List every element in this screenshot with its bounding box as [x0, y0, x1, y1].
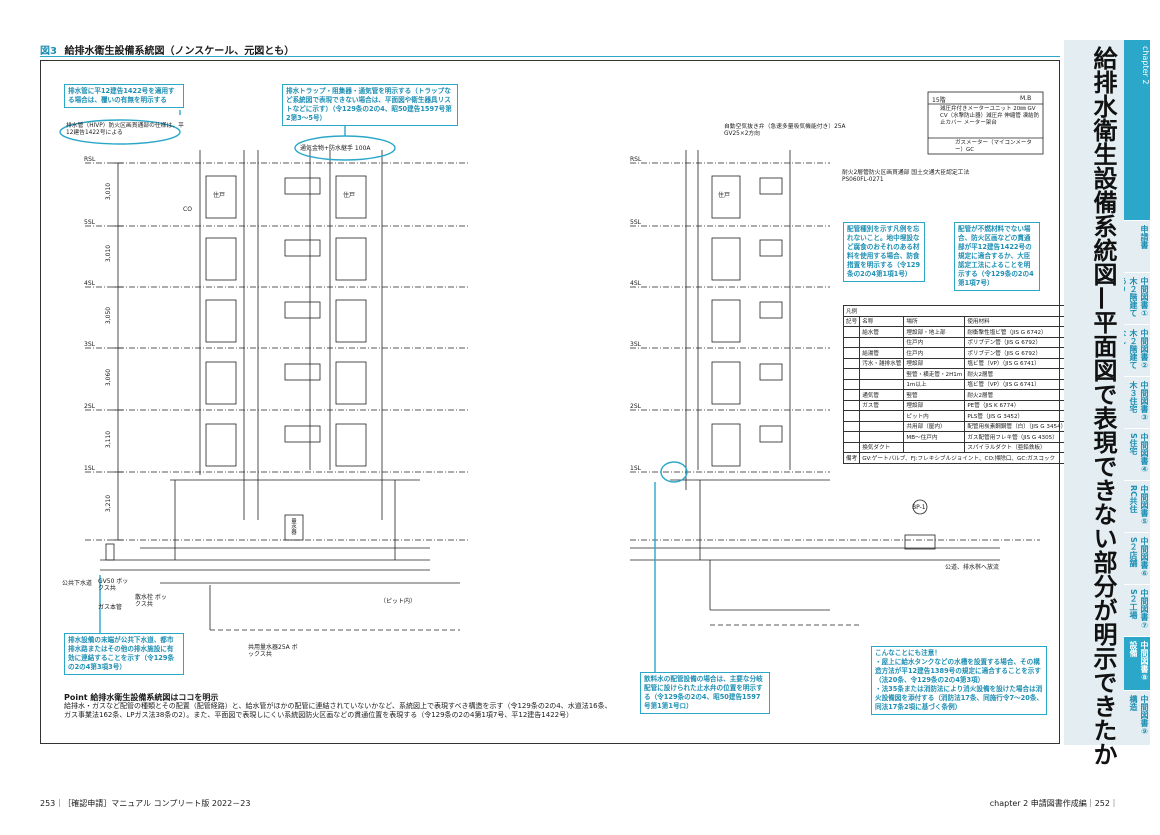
legend-title: 凡例: [842, 305, 1070, 317]
legend-header: 名称: [859, 315, 905, 327]
tab-interim-8[interactable]: 中間図書⑧ 設備: [1124, 636, 1150, 690]
chapter-tab: chapter 2: [1124, 40, 1150, 240]
figure-label: 図3 給排水衛生設備系統図（ノンスケール、元図とも）: [40, 42, 1060, 57]
tab-interim-3[interactable]: 中間図書③ 木３住宅: [1124, 376, 1150, 428]
floor-label: 2SL: [84, 403, 95, 410]
floor-label: 5SL: [84, 219, 95, 226]
floor-label: 4SL: [630, 280, 641, 287]
tab-interim-1[interactable]: 中間図書① 木２階建てあり: [1124, 272, 1150, 324]
table-row: 通気管竪管耐火2層管: [842, 389, 1070, 401]
annotation-gasmain: ガス本管: [98, 604, 123, 611]
annotation-outfall: 公道、排水桝へ放流: [945, 564, 1000, 571]
table-row: 住戸内ポリブデン管（JIS G 6792）: [842, 336, 1070, 348]
table-row: 共用部（屋内）配管用炭素鋼鋼管（白）（JIS G 3454）: [842, 420, 1070, 432]
callout-sewer: 排水設備の末端が公共下水道、都市排水路またはその他の排水施設に有効に連結すること…: [64, 633, 184, 675]
sidebar-bg: [1064, 40, 1124, 745]
floor-label: 3SL: [84, 341, 95, 348]
floor-label: 2SL: [630, 403, 641, 410]
meter-label: 量水器: [290, 518, 296, 535]
floor-label: RSL: [630, 156, 642, 163]
table-row: 1m以上塩ビ管（VP）（JIS G 6741）: [842, 378, 1070, 390]
annotation-pit: （ピット内）: [380, 598, 417, 605]
height-dim: 3,050: [105, 306, 113, 325]
tab-application[interactable]: 申請書: [1124, 220, 1150, 272]
tab-interim-5[interactable]: 中間図書⑤ RC共住: [1124, 480, 1150, 532]
annotation-sewer: 公共下水道: [62, 580, 93, 587]
callout-notes-title: こんなことにも注意！: [875, 649, 941, 657]
height-dim: 3,010: [105, 244, 113, 263]
legend-header: 場所: [903, 315, 966, 327]
callout-drinking-water: 飲料水の配管設備の場合は、主要な分岐配管に設けられた止水弁の位置を明示する（令1…: [640, 672, 770, 714]
table-row: 汚水・雑排水管埋設部塩ビ管（VP）（JIS G 6741）: [842, 357, 1070, 369]
height-dim: 3,010: [105, 182, 113, 201]
tab-interim-7[interactable]: 中間図書⑦ S２工場: [1124, 584, 1150, 636]
point-note: Point 給排水衛生設備系統図はココを明示 給排水・ガスなど配管の種類とその配…: [64, 693, 614, 720]
floor-label: 3SL: [630, 341, 641, 348]
annotation-gv50: GV50 ボックス共: [98, 578, 129, 592]
figure-title: 給排水衛生設備系統図（ノンスケール、元図とも）: [64, 46, 295, 57]
annotation-hydrant: 散水栓 ボックス共: [135, 594, 167, 608]
floor-label: 1SL: [84, 465, 95, 472]
mb-gasmeter: ガスメーター（マイコンメーター）GC: [955, 140, 1032, 153]
table-row: 給水管埋設部・地上部耐衝撃性塩ビ管（JIS G 6742）: [842, 326, 1070, 338]
pump-label: BP-1: [912, 504, 926, 511]
height-dim: 3,110: [105, 430, 113, 449]
mb-label: M.B: [1020, 95, 1032, 102]
legend-header: 記号: [842, 315, 861, 327]
point-heading: Point 給排水衛生設備系統図はココを明示: [64, 693, 219, 702]
table-row: MB～住戸内ガス配管用フレキ管（JIS G 4305）: [842, 431, 1070, 443]
annotation-hivp: 排水管（HIVP）防火区画貫通部の仕様は、平12建告1422号による: [66, 123, 184, 136]
annotation-vent: 通気金物+防水継手 100A: [300, 145, 371, 152]
figure-number: 図3: [40, 46, 57, 57]
callout-notes-item: ・法35条または消防法により消火設備を設けた場合は消火設備図を添付する（消防法1…: [875, 685, 1044, 711]
page-title: 給排水衛生設備系統図—平面図で表現できない部分が明示できたか: [1089, 46, 1117, 766]
footer-right: chapter 2 申請図書作成編｜252｜: [989, 799, 1118, 808]
floor-label: 4SL: [84, 280, 95, 287]
cleanout-label: CO: [183, 206, 192, 213]
callout-legend: 配管種別を示す凡例を忘れないこと。地中埋設など腐食のおそれのある材料を使用する場…: [843, 222, 925, 282]
floor-label: 1SL: [630, 465, 641, 472]
annotation-airvalve: 自動空気抜き弁（急速多量吸気機能付き）25A GV25×2方向: [724, 124, 846, 137]
tab-interim-4[interactable]: 中間図書④ S住宅: [1124, 428, 1150, 480]
callout-trap: 排水トラップ・阻集器・通気管を明示する（トラップなど系統図で表現できない場合は、…: [282, 84, 458, 126]
callout-nonflammable: 配管が不燃材料でない場合、防火区画などの貫通部が平12建告1422号の規定に適合…: [954, 222, 1040, 291]
callout-exhaust-cover: 排水管に平12建告1422号を適用する場合は、覆いの有無を明示する: [64, 84, 184, 108]
legend-header: 使用材料: [964, 315, 1070, 327]
tab-interim-9[interactable]: 中間図書⑨ 構造: [1124, 690, 1150, 745]
annotation-firepen: 耐火2層管防火区画貫通部 国土交通大臣認定工法 PS060FL-0271: [842, 170, 970, 183]
point-body: 給排水・ガスなど配管の種類とその配置（配管経路）と、給水管がほかの配管に連結され…: [64, 702, 612, 719]
floor-label: 5SL: [630, 219, 641, 226]
tab-interim-6[interactable]: 中間図書⑥ S２店舗: [1124, 532, 1150, 584]
floor-label: RSL: [84, 156, 96, 163]
tab-interim-2[interactable]: 中間図書② 木２階建てなし: [1124, 324, 1150, 376]
height-dim: 3,210: [105, 494, 113, 513]
callout-notes: こんなことにも注意！ ・屋上に給水タンクなどの水槽を設置する場合、その構造方法が…: [871, 646, 1047, 715]
callout-notes-item: ・屋上に給水タンクなどの水槽を設置する場合、その構造方法が平12建告1389号の…: [875, 658, 1041, 684]
unit-label: 住戸: [213, 192, 226, 199]
table-row: 換気ダクトスパイラルダクト（亜鉛鉄板）: [842, 441, 1070, 453]
table-row: 給湯管住戸内ポリブデン管（JIS G 6792）: [842, 347, 1070, 359]
mb-meter-unit: 減圧弁付きメーターユニット 20㎜ GV CV（水撃防止器）減圧弁 伸縮管 凍結…: [940, 106, 1040, 126]
unit-label: 住戸: [343, 192, 356, 199]
unit-label: 住戸: [718, 192, 731, 199]
annotation-commonmeter: 共用量水器25A ボックス共: [248, 644, 298, 658]
mb-floor: 15階: [932, 97, 946, 104]
footer-left: 253｜［確認申請］マニュアル コンプリート版 2022－23: [40, 799, 251, 808]
height-dim: 3,060: [105, 368, 113, 387]
legend-table: 凡例 記号 名称 場所 使用材料 給水管埋設部・地上部耐衝撃性塩ビ管（JIS G…: [842, 305, 1070, 464]
